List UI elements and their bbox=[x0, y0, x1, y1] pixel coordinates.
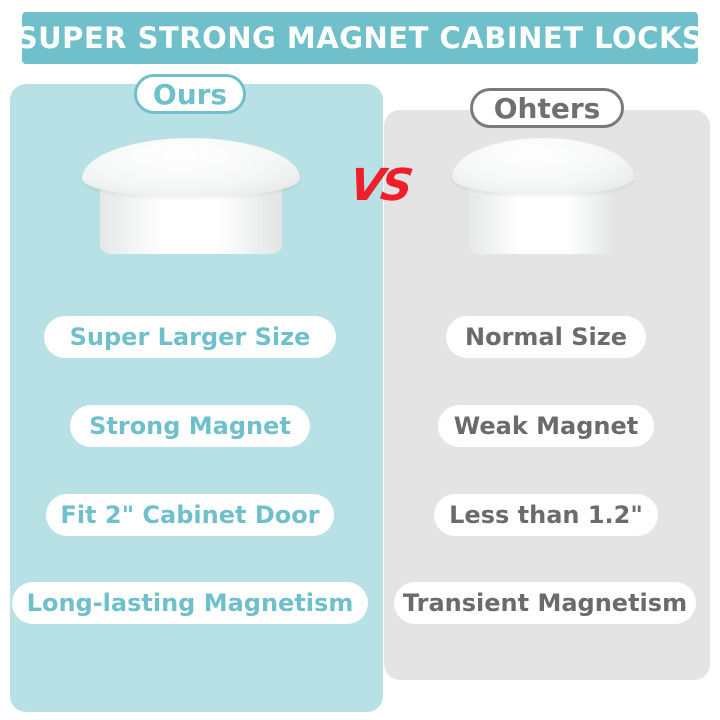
others-title: Ohters bbox=[470, 88, 624, 128]
ours-feature-magnet: Strong Magnet bbox=[70, 405, 310, 447]
others-feature-magnetism: Transient Magnetism bbox=[394, 582, 696, 624]
others-lock-image bbox=[452, 138, 634, 254]
others-feature-size: Normal Size bbox=[446, 316, 646, 358]
ours-lock-image bbox=[82, 138, 300, 254]
others-feature-magnet: Weak Magnet bbox=[438, 405, 654, 447]
ours-feature-size: Super Larger Size bbox=[44, 316, 336, 358]
banner-title: SUPER STRONG MAGNET CABINET LOCKS bbox=[17, 12, 703, 64]
lock-cap bbox=[82, 138, 300, 196]
lock-body bbox=[468, 182, 618, 254]
ours-feature-fit: Fit 2" Cabinet Door bbox=[46, 494, 334, 536]
vs-label: VS bbox=[346, 160, 414, 211]
others-feature-fit: Less than 1.2" bbox=[434, 494, 658, 536]
ours-feature-magnetism: Long-lasting Magnetism bbox=[12, 582, 368, 624]
lock-cap bbox=[452, 138, 634, 194]
ours-title: Ours bbox=[134, 74, 246, 114]
